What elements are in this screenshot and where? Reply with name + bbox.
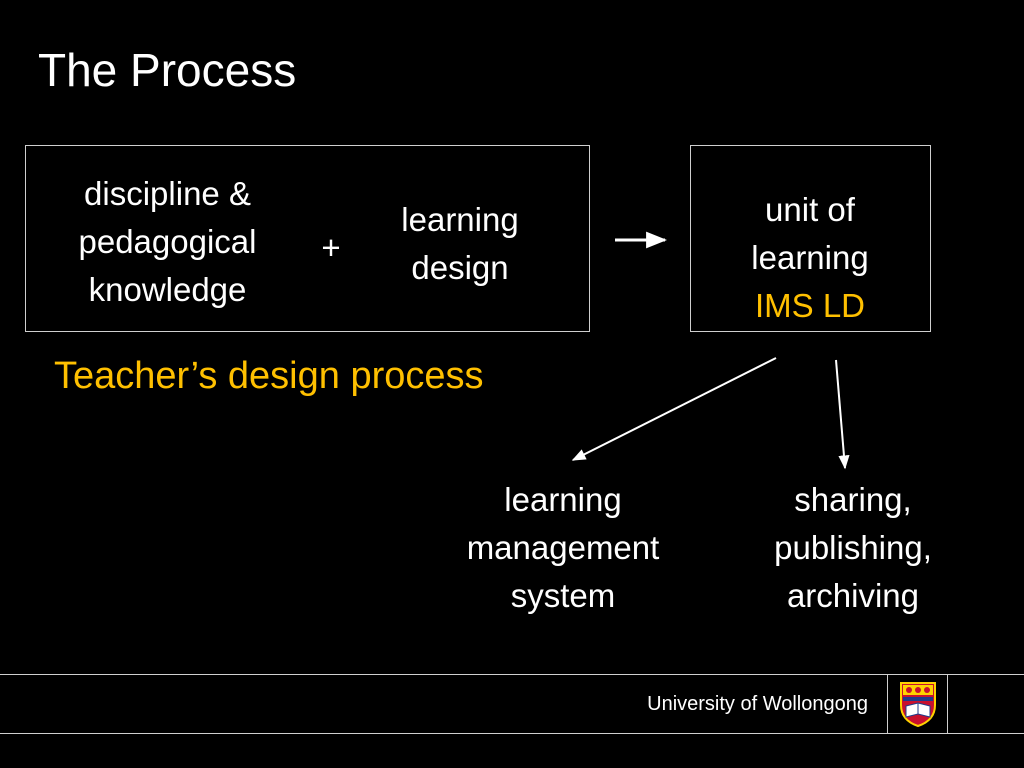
node-label-line: management: [466, 529, 660, 566]
node-label-line: discipline &: [84, 175, 251, 212]
arrow-unit-to-sharing: [835, 359, 850, 470]
design-process-box: [25, 145, 590, 332]
university-crest-icon: [900, 682, 936, 727]
node-label-line: learning: [751, 239, 869, 276]
footer-divider: [887, 674, 888, 734]
footer-top-rule: [0, 674, 1024, 675]
slide-title: The Process: [38, 44, 297, 96]
node-label-line: learning: [504, 481, 622, 518]
footer-institution-name: University of Wollongong: [647, 693, 868, 715]
node-label-line: archiving: [786, 577, 920, 614]
node-label-line: learning: [401, 201, 519, 238]
node-sharing-publishing-archiving: sharing, publishing, archiving: [713, 476, 993, 620]
footer-divider: [947, 674, 948, 734]
node-label-line: design: [411, 249, 509, 286]
plus-sign: +: [321, 229, 341, 266]
node-label-line: sharing,: [794, 481, 912, 518]
node-label-line: knowledge: [88, 271, 247, 308]
node-label-line: system: [510, 577, 616, 614]
footer-bottom-rule: [0, 733, 1024, 734]
node-unit-of-learning: unit of learning IMS LD: [700, 186, 920, 330]
node-label-line: pedagogical: [78, 223, 257, 260]
node-discipline-pedagogical-knowledge: discipline & pedagogical knowledge: [45, 170, 290, 314]
unit-of-learning-box: [690, 145, 931, 332]
node-learning-design: learning design: [365, 196, 555, 292]
node-label-line: unit of: [765, 191, 855, 228]
node-label-line: publishing,: [774, 529, 932, 566]
node-learning-management-system: learning management system: [423, 476, 703, 620]
arrow-unit-to-lms: [571, 357, 777, 461]
teacher-design-process-caption: Teacher’s design process: [54, 355, 484, 397]
node-label-ims-ld: IMS LD: [754, 287, 866, 324]
